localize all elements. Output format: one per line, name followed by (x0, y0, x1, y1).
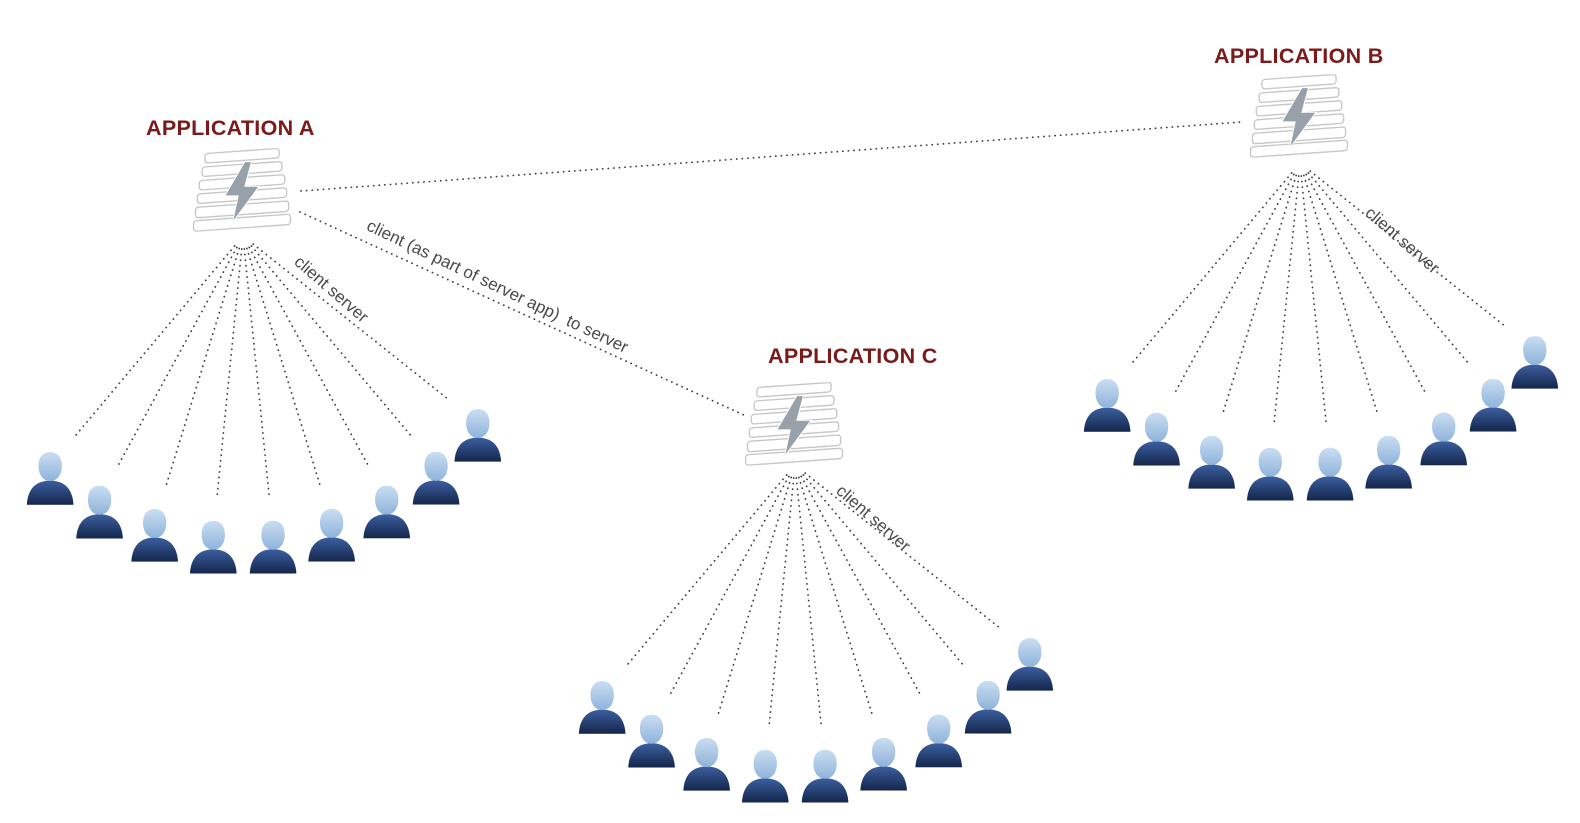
client-link-line (1305, 173, 1428, 396)
client-link-line (767, 477, 795, 729)
client-link-line (252, 243, 451, 402)
client-user-icon (249, 520, 297, 574)
client-user-icon (964, 680, 1012, 734)
client-user-icon (454, 409, 502, 462)
client-user-icon (308, 508, 355, 562)
client-link-line (624, 474, 788, 669)
client-user-icon (363, 485, 411, 539)
client-user-icon (741, 749, 789, 803)
client-link-line (250, 245, 414, 439)
client-user-icon (26, 452, 74, 505)
application-a-title: APPLICATION A (146, 116, 315, 140)
client-link-line (802, 474, 966, 668)
client-link-line (215, 248, 243, 500)
app-a-to-app-c-line (299, 211, 747, 417)
client-user-icon (1306, 447, 1354, 501)
client-link-line (667, 475, 790, 698)
application-b-title: APPLICATION B (1214, 44, 1384, 68)
client-user-icon (1083, 379, 1131, 432)
client-user-icon (1188, 436, 1235, 489)
server-stack-icon (185, 148, 299, 236)
client-link-line (115, 246, 238, 469)
client-link-line (795, 477, 823, 729)
client-user-icon (412, 451, 460, 505)
server-stack-icon (737, 382, 851, 470)
client-link-line (1307, 172, 1471, 366)
client-user-icon (683, 738, 730, 791)
client-user-icon (1365, 435, 1412, 489)
client-link-line (72, 245, 236, 440)
server-stack-icon (1242, 74, 1356, 162)
client-user-icon (1006, 638, 1054, 691)
client-user-icon (1511, 336, 1559, 389)
client-user-icon (76, 485, 123, 539)
client-link-line (1172, 173, 1295, 396)
client-user-icon (1133, 412, 1180, 466)
client-user-icon (1469, 378, 1517, 432)
client-user-icon (915, 714, 963, 768)
client-user-icon (131, 509, 178, 562)
client-user-icon (860, 737, 907, 791)
app-a-to-app-b-line (300, 121, 1242, 192)
client-link-line (1272, 175, 1300, 427)
client-user-icon (1246, 447, 1294, 501)
client-user-icon (578, 681, 626, 734)
client-user-icon (801, 749, 849, 803)
client-user-icon (628, 714, 675, 768)
client-link-line (1300, 175, 1328, 427)
client-link-line (1129, 172, 1293, 367)
client-user-icon (189, 520, 237, 574)
client-user-icon (1420, 412, 1468, 466)
application-c-title: APPLICATION C (768, 344, 938, 368)
client-link-line (243, 248, 271, 500)
